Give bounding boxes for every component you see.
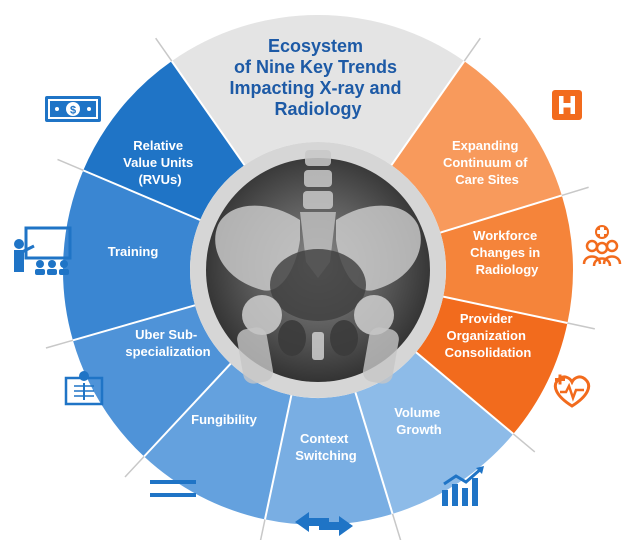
spoke-line [143,362,232,458]
label-fungibility: Fungibility [191,412,257,427]
spoke-extension [45,339,74,349]
pelvis-xray-image [206,150,430,384]
label-relative-value-units: Relative Value Units (RVUs) [123,138,197,187]
title-line-2: of Nine Key Trends [234,57,397,77]
heart-plus-icon [553,374,591,408]
svg-text:$: $ [70,105,76,117]
spoke-line [354,392,394,515]
spoke-extension [391,513,402,540]
hospital-icon [552,90,582,120]
spoke-extension [561,186,589,197]
spoke-line [440,194,563,234]
segment-workforce [440,195,573,324]
label-provider-organization-consolidation: Provider Organization Consolidation [445,311,532,360]
spoke-extension [512,433,536,453]
spoke-line [82,169,201,221]
segment-training [62,170,201,341]
presentation-icon [14,226,72,275]
label-workforce-changes: Workforce Changes in Radiology [470,228,544,277]
dollar-bill-icon: $ [45,96,101,122]
spoke-extension [567,322,595,330]
team-icon [582,225,622,267]
segment-context [264,392,393,525]
segment-expanding [391,61,562,233]
title-line-1: Ecosystem [268,36,363,56]
spoke-extension [124,455,145,478]
segment-uber [72,305,231,457]
spoke-line [170,60,246,166]
spoke-line [415,351,514,435]
diagram-title: Ecosystem of Nine Key Trends Impacting X… [229,36,406,119]
label-context-switching: Context Switching [295,431,356,463]
spoke-extension [259,519,266,540]
growth-chart-icon [442,466,484,506]
segment-volume [355,352,514,514]
spoke-extension [463,37,481,62]
label-expanding-continuum: Expanding Continuum of Care Sites [443,138,531,187]
equals-icon [150,480,196,497]
title-line-4: Radiology [274,99,361,119]
segment-provider [416,296,568,434]
spoke-line [390,60,466,166]
segment-rvu [83,61,245,220]
spoke-extension [155,37,173,62]
xray-viewer-icon [64,371,104,406]
spoke-extension [57,158,84,172]
spoke-line [442,295,568,324]
label-uber-subspecialization: Uber Sub- specialization [125,327,210,359]
spoke-line [72,304,196,342]
label-training: Training [108,244,159,259]
label-volume-growth: Volume Growth [394,405,444,437]
spoke-line [264,394,293,520]
title-sector [171,14,465,166]
swap-arrows-icon [295,512,353,536]
title-line-3: Impacting X-ray and [229,78,401,98]
